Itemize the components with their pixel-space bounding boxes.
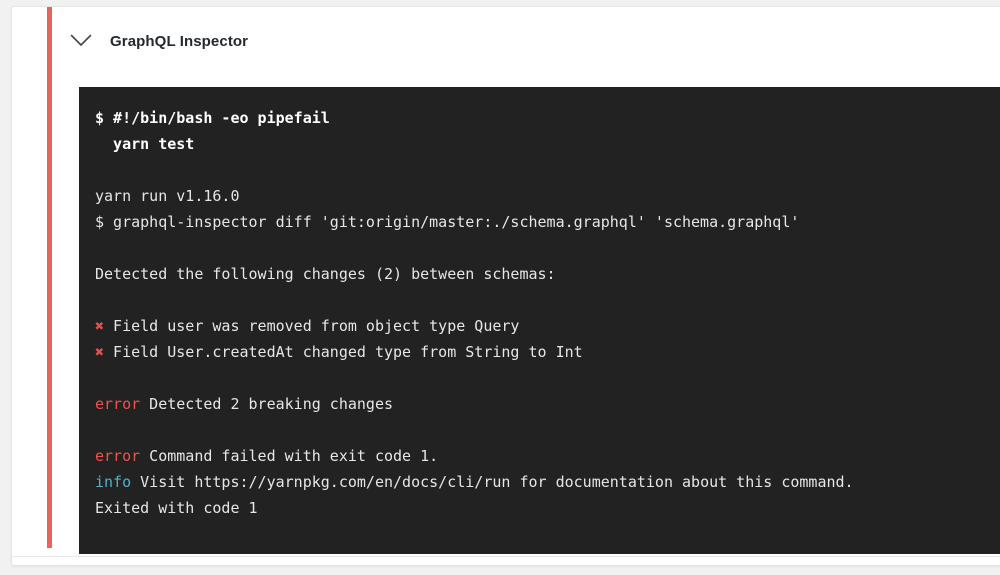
log-line: ✖ Field User.createdAt changed type from… [95, 339, 1000, 365]
job-card: GraphQL Inspector $ #!/bin/bash -eo pipe… [11, 6, 1000, 566]
log-error-label: error [95, 447, 141, 465]
log-line [95, 365, 1000, 391]
log-line: yarn test [95, 135, 195, 153]
job-title: GraphQL Inspector [110, 32, 249, 50]
log-error-label: error [95, 395, 141, 413]
log-line-text: Field user was removed from object type … [104, 317, 520, 335]
log-line [95, 417, 1000, 443]
log-line-text: Field User.createdAt changed type from S… [104, 343, 583, 361]
log-line [95, 235, 1000, 261]
breaking-change-icon: ✖ [95, 343, 105, 361]
log-line-text: Visit https://yarnpkg.com/en/docs/cli/ru… [131, 473, 854, 491]
log-line-text: Command failed with exit code 1. [140, 447, 439, 465]
log-line [95, 287, 1000, 313]
build-log-terminal[interactable]: $ #!/bin/bash -eo pipefail yarn test yar… [79, 87, 1000, 554]
job-divider [12, 556, 1000, 557]
log-line: info Visit https://yarnpkg.com/en/docs/c… [95, 469, 1000, 495]
page-gutter [0, 0, 11, 575]
log-line: error Command failed with exit code 1. [95, 443, 1000, 469]
log-line: ✖ Field user was removed from object typ… [95, 313, 1000, 339]
breaking-change-icon: ✖ [95, 317, 105, 335]
log-line: Exited with code 1 [95, 499, 258, 517]
log-line: Detected the following changes (2) betwe… [95, 265, 556, 283]
log-line: $ #!/bin/bash -eo pipefail [95, 109, 330, 127]
job-status-accent-bar [47, 7, 52, 548]
log-line: error Detected 2 breaking changes [95, 391, 1000, 417]
chevron-down-icon[interactable] [68, 28, 94, 54]
log-line-text: Detected 2 breaking changes [140, 395, 394, 413]
log-line [95, 157, 1000, 183]
job-header[interactable]: GraphQL Inspector [68, 27, 248, 55]
log-line: $ graphql-inspector diff 'git:origin/mas… [95, 213, 800, 231]
log-info-label: info [95, 473, 132, 491]
log-line: yarn run v1.16.0 [95, 187, 240, 205]
log-output: $ #!/bin/bash -eo pipefail yarn test yar… [95, 105, 1000, 521]
